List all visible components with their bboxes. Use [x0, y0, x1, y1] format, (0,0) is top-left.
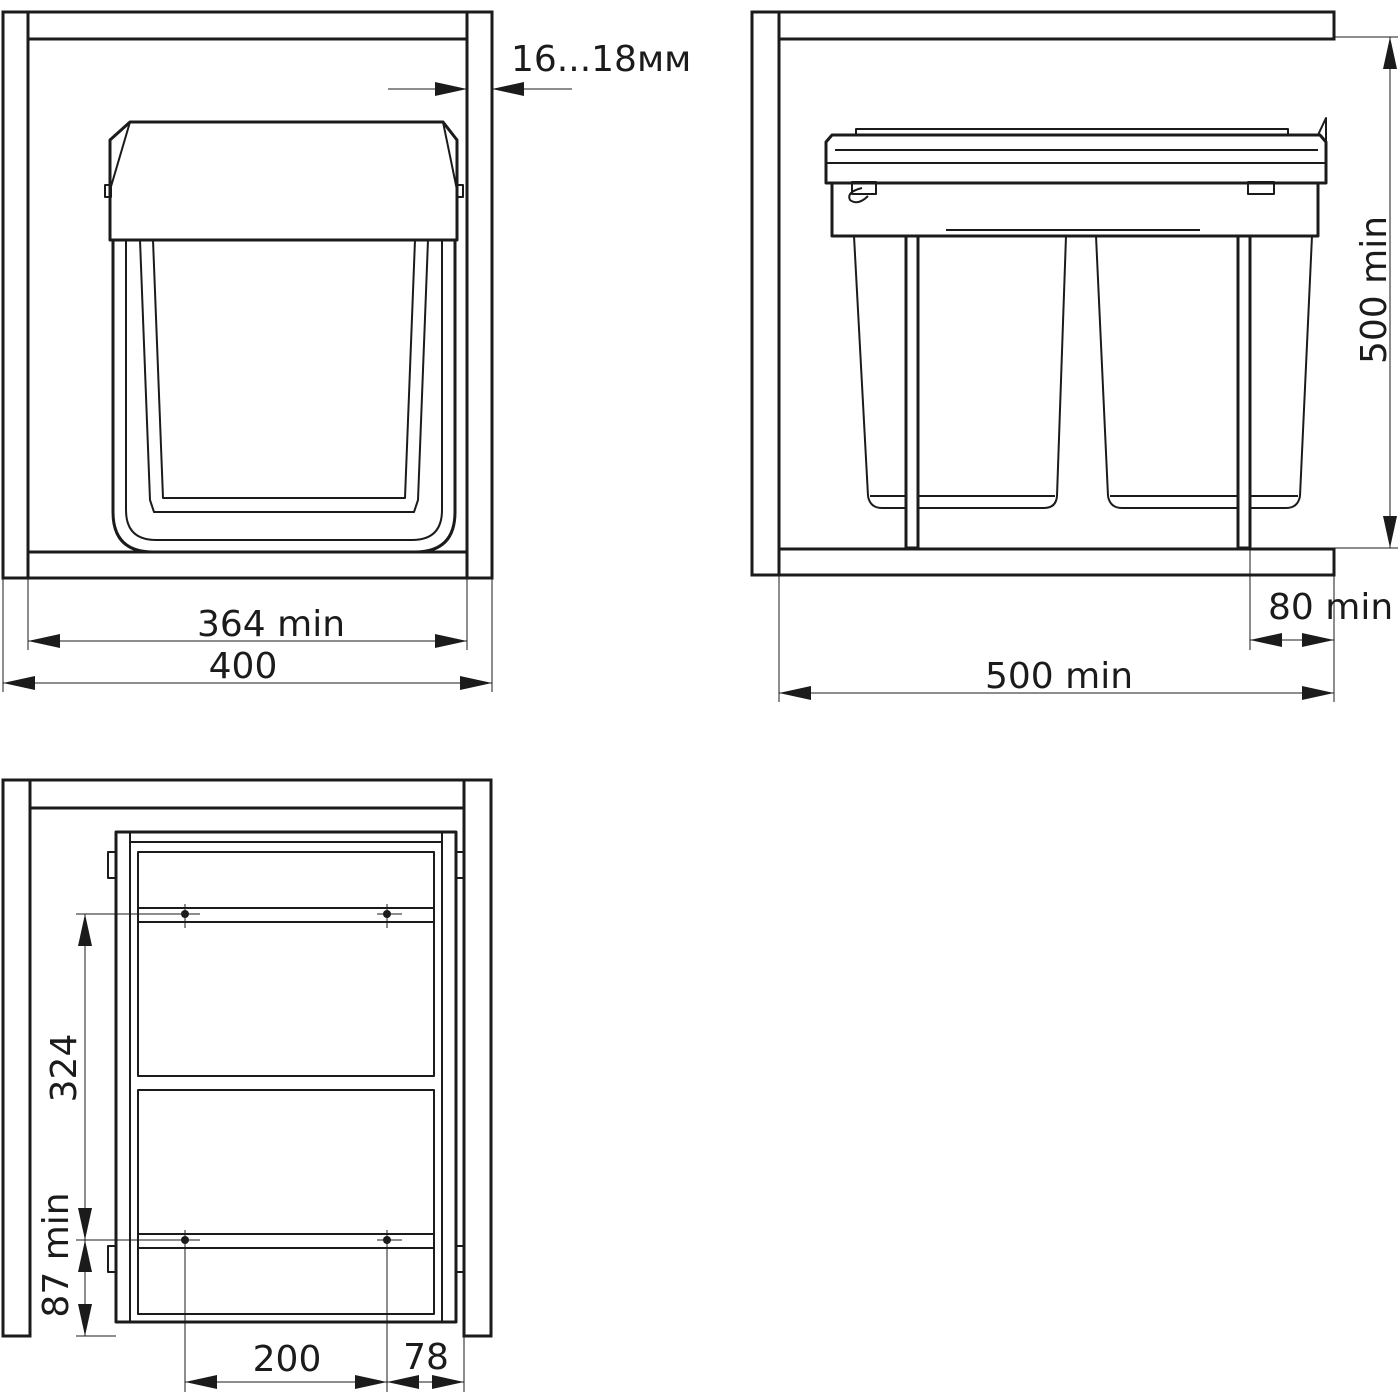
dim-label: 200 [253, 1339, 322, 1380]
dim-rail-spacing: 324 [44, 913, 185, 1241]
dim-label: 400 [209, 646, 278, 687]
dim-front-offset: 87 min [36, 1192, 116, 1337]
dim-label: 78 [403, 1337, 449, 1378]
dim-height: 500 min [1334, 36, 1398, 549]
dim-outer-width: 400 [2, 578, 493, 692]
dim-panel-thickness: 16...18мм [388, 39, 691, 96]
dim-label: 500 min [985, 656, 1133, 697]
dim-hole-spacing: 200 [184, 1230, 388, 1392]
front-view: 16...18мм 364 min 400 [1, 10, 691, 692]
top-view: 324 87 min 200 78 [1, 778, 493, 1392]
bin-side [824, 117, 1328, 550]
bin-front [104, 120, 464, 554]
dim-label: 16...18мм [511, 39, 691, 80]
dim-label: 324 [44, 1034, 85, 1103]
dim-depth: 500 min [778, 575, 1335, 702]
bin-top [107, 830, 465, 1324]
dim-label: 364 min [197, 604, 345, 645]
dim-inner-width: 364 min [27, 578, 468, 650]
dim-label: 87 min [36, 1192, 77, 1317]
side-view: 500 min 80 min 500 min [750, 10, 1398, 702]
dim-side-offset: 78 [387, 1336, 465, 1392]
cabinet-top [1, 778, 493, 1338]
cabinet-side [750, 10, 1336, 577]
dim-label: 500 min [1354, 216, 1395, 364]
cabinet-front [1, 10, 494, 580]
dim-label: 80 min [1268, 587, 1393, 628]
dim-rear-gap: 80 min [1249, 548, 1393, 650]
